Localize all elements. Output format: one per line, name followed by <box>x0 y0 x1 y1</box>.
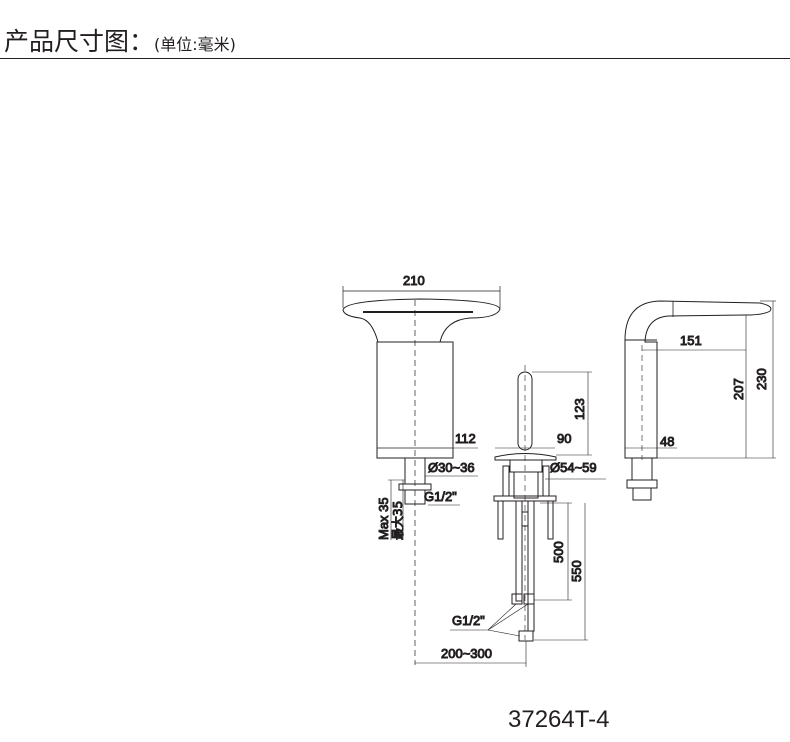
page-header: 产品尺寸图：(单位:毫米) <box>4 22 236 58</box>
page-title: 产品尺寸图： <box>4 27 155 56</box>
faucet-front-view <box>342 286 501 665</box>
dim-height-207: 207 <box>731 378 746 400</box>
dim-handle-base-90: 90 <box>557 431 571 446</box>
dim-spacing: 200~300 <box>441 646 492 661</box>
dim-max-35-cn: 最大35 <box>391 501 405 540</box>
model-number: 37264T-4 <box>508 706 610 733</box>
dim-thread-hose: G1/2" <box>452 613 485 628</box>
dim-base-112: 112 <box>455 431 476 446</box>
dim-height-230: 230 <box>754 368 769 390</box>
dim-base-48: 48 <box>660 434 674 449</box>
dim-hole-30-36: Ø30~36 <box>428 460 475 475</box>
faucet-side-view <box>624 300 776 501</box>
header-divider <box>0 58 790 59</box>
handle-view <box>415 365 606 667</box>
dim-hose-550: 550 <box>569 560 584 582</box>
dim-handle-123: 123 <box>572 398 587 420</box>
dim-hole-54-59: Ø54~59 <box>550 460 597 475</box>
dim-width-210: 210 <box>403 273 425 288</box>
dim-hose-500: 500 <box>551 541 566 563</box>
dim-max-35-en: Max 35 <box>376 497 391 540</box>
dim-reach-151: 151 <box>680 333 702 348</box>
dim-thread-left: G1/2" <box>424 489 457 504</box>
unit-label: (单位:毫米) <box>154 35 236 54</box>
